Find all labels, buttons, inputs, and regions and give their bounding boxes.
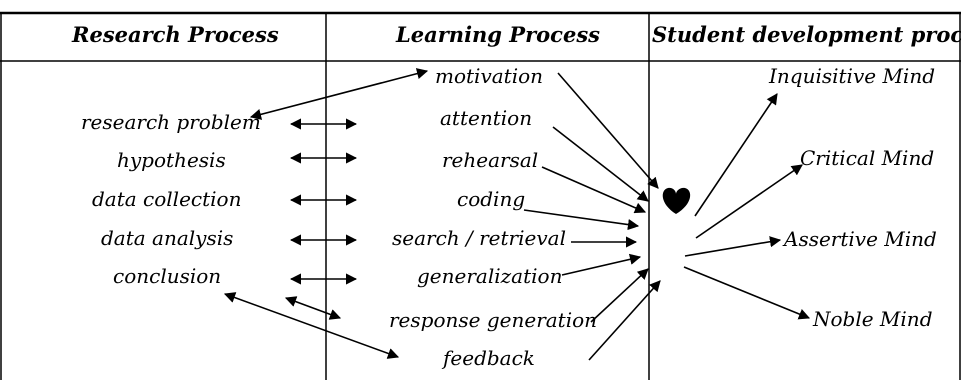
arrow-from-motivation: [557, 72, 659, 189]
arrow-from-response-generation: [590, 268, 649, 323]
header-student-development-process: Student development process: [652, 22, 961, 47]
learning-step-search-retrieval: search / retrieval: [392, 226, 566, 250]
arrow-from-attention: [552, 126, 649, 202]
double-arrow-motivation: [249, 68, 429, 120]
research-step-data-collection: data collection: [92, 187, 242, 211]
learning-step-attention: attention: [440, 106, 533, 130]
research-learning-links: [223, 68, 429, 359]
arrow-from-generalization: [561, 253, 642, 276]
learning-step-response-generation: response generation: [389, 308, 598, 332]
double-arrow-feedback: [223, 292, 400, 359]
table-grid: [0, 11, 961, 380]
outcome-assertive-mind: Assertive Mind: [784, 227, 937, 251]
research-step-research-problem: research problem: [81, 110, 261, 134]
research-step-conclusion: conclusion: [113, 264, 222, 288]
development-arrows: [683, 93, 811, 320]
header-learning-process: Learning Process: [396, 22, 600, 47]
header-research-process: Research Process: [72, 22, 279, 47]
research-step-data-analysis: data analysis: [101, 226, 234, 250]
research-step-hypothesis: hypothesis: [117, 148, 226, 172]
learning-convergence-arrows: [523, 72, 661, 361]
learning-step-motivation: motivation: [435, 64, 544, 88]
learning-step-generalization: generalization: [417, 264, 563, 288]
arrow-from-feedback: [588, 280, 661, 361]
learning-step-coding: coding: [457, 187, 526, 211]
arrow-to-assertive-mind: [684, 236, 782, 257]
outcome-inquisitive-mind: Inquisitive Mind: [769, 64, 936, 88]
heart-icon: [662, 187, 691, 214]
learning-step-feedback: feedback: [443, 346, 535, 370]
arrow-to-noble-mind: [683, 266, 811, 320]
arrow-to-inquisitive-mind: [694, 93, 778, 217]
arrow-from-rehearsal: [541, 166, 647, 214]
learning-step-rehearsal: rehearsal: [442, 148, 539, 172]
arrow-from-coding: [523, 209, 640, 231]
arrow-to-critical-mind: [695, 164, 803, 239]
outcome-noble-mind: Noble Mind: [813, 307, 933, 331]
double-arrow-response-generation: [284, 296, 342, 320]
outcome-critical-mind: Critical Mind: [800, 146, 935, 170]
